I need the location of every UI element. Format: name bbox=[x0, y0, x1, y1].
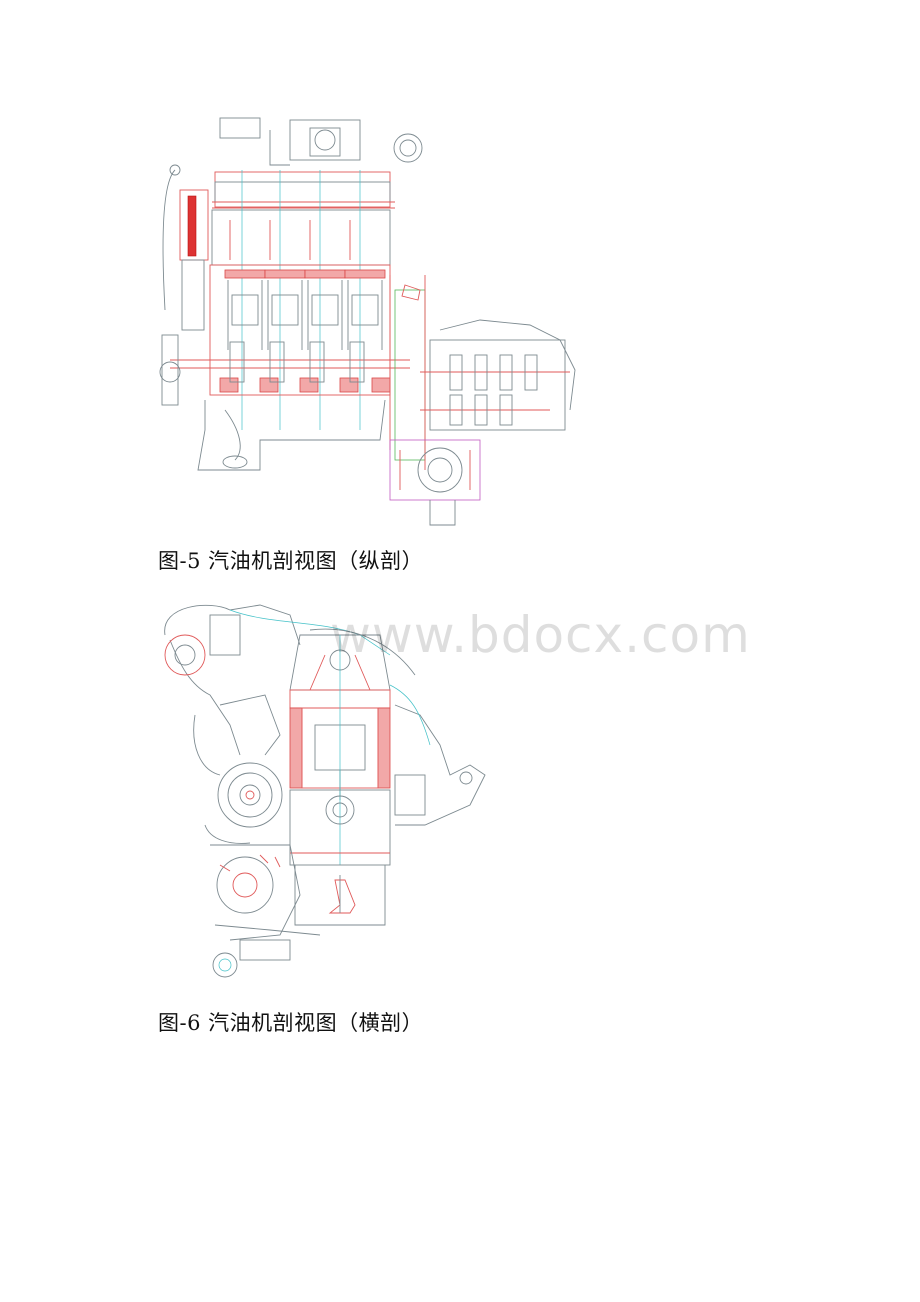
engine-cross-section-drawing bbox=[150, 595, 495, 985]
engine-longitudinal-section-drawing bbox=[150, 110, 590, 530]
watermark: www.bdocx.com bbox=[330, 606, 751, 664]
figure-5-caption: 图-5 汽油机剖视图（纵剖） bbox=[158, 549, 424, 573]
figure-6-caption: 图-6 汽油机剖视图（横剖） bbox=[158, 1011, 424, 1035]
